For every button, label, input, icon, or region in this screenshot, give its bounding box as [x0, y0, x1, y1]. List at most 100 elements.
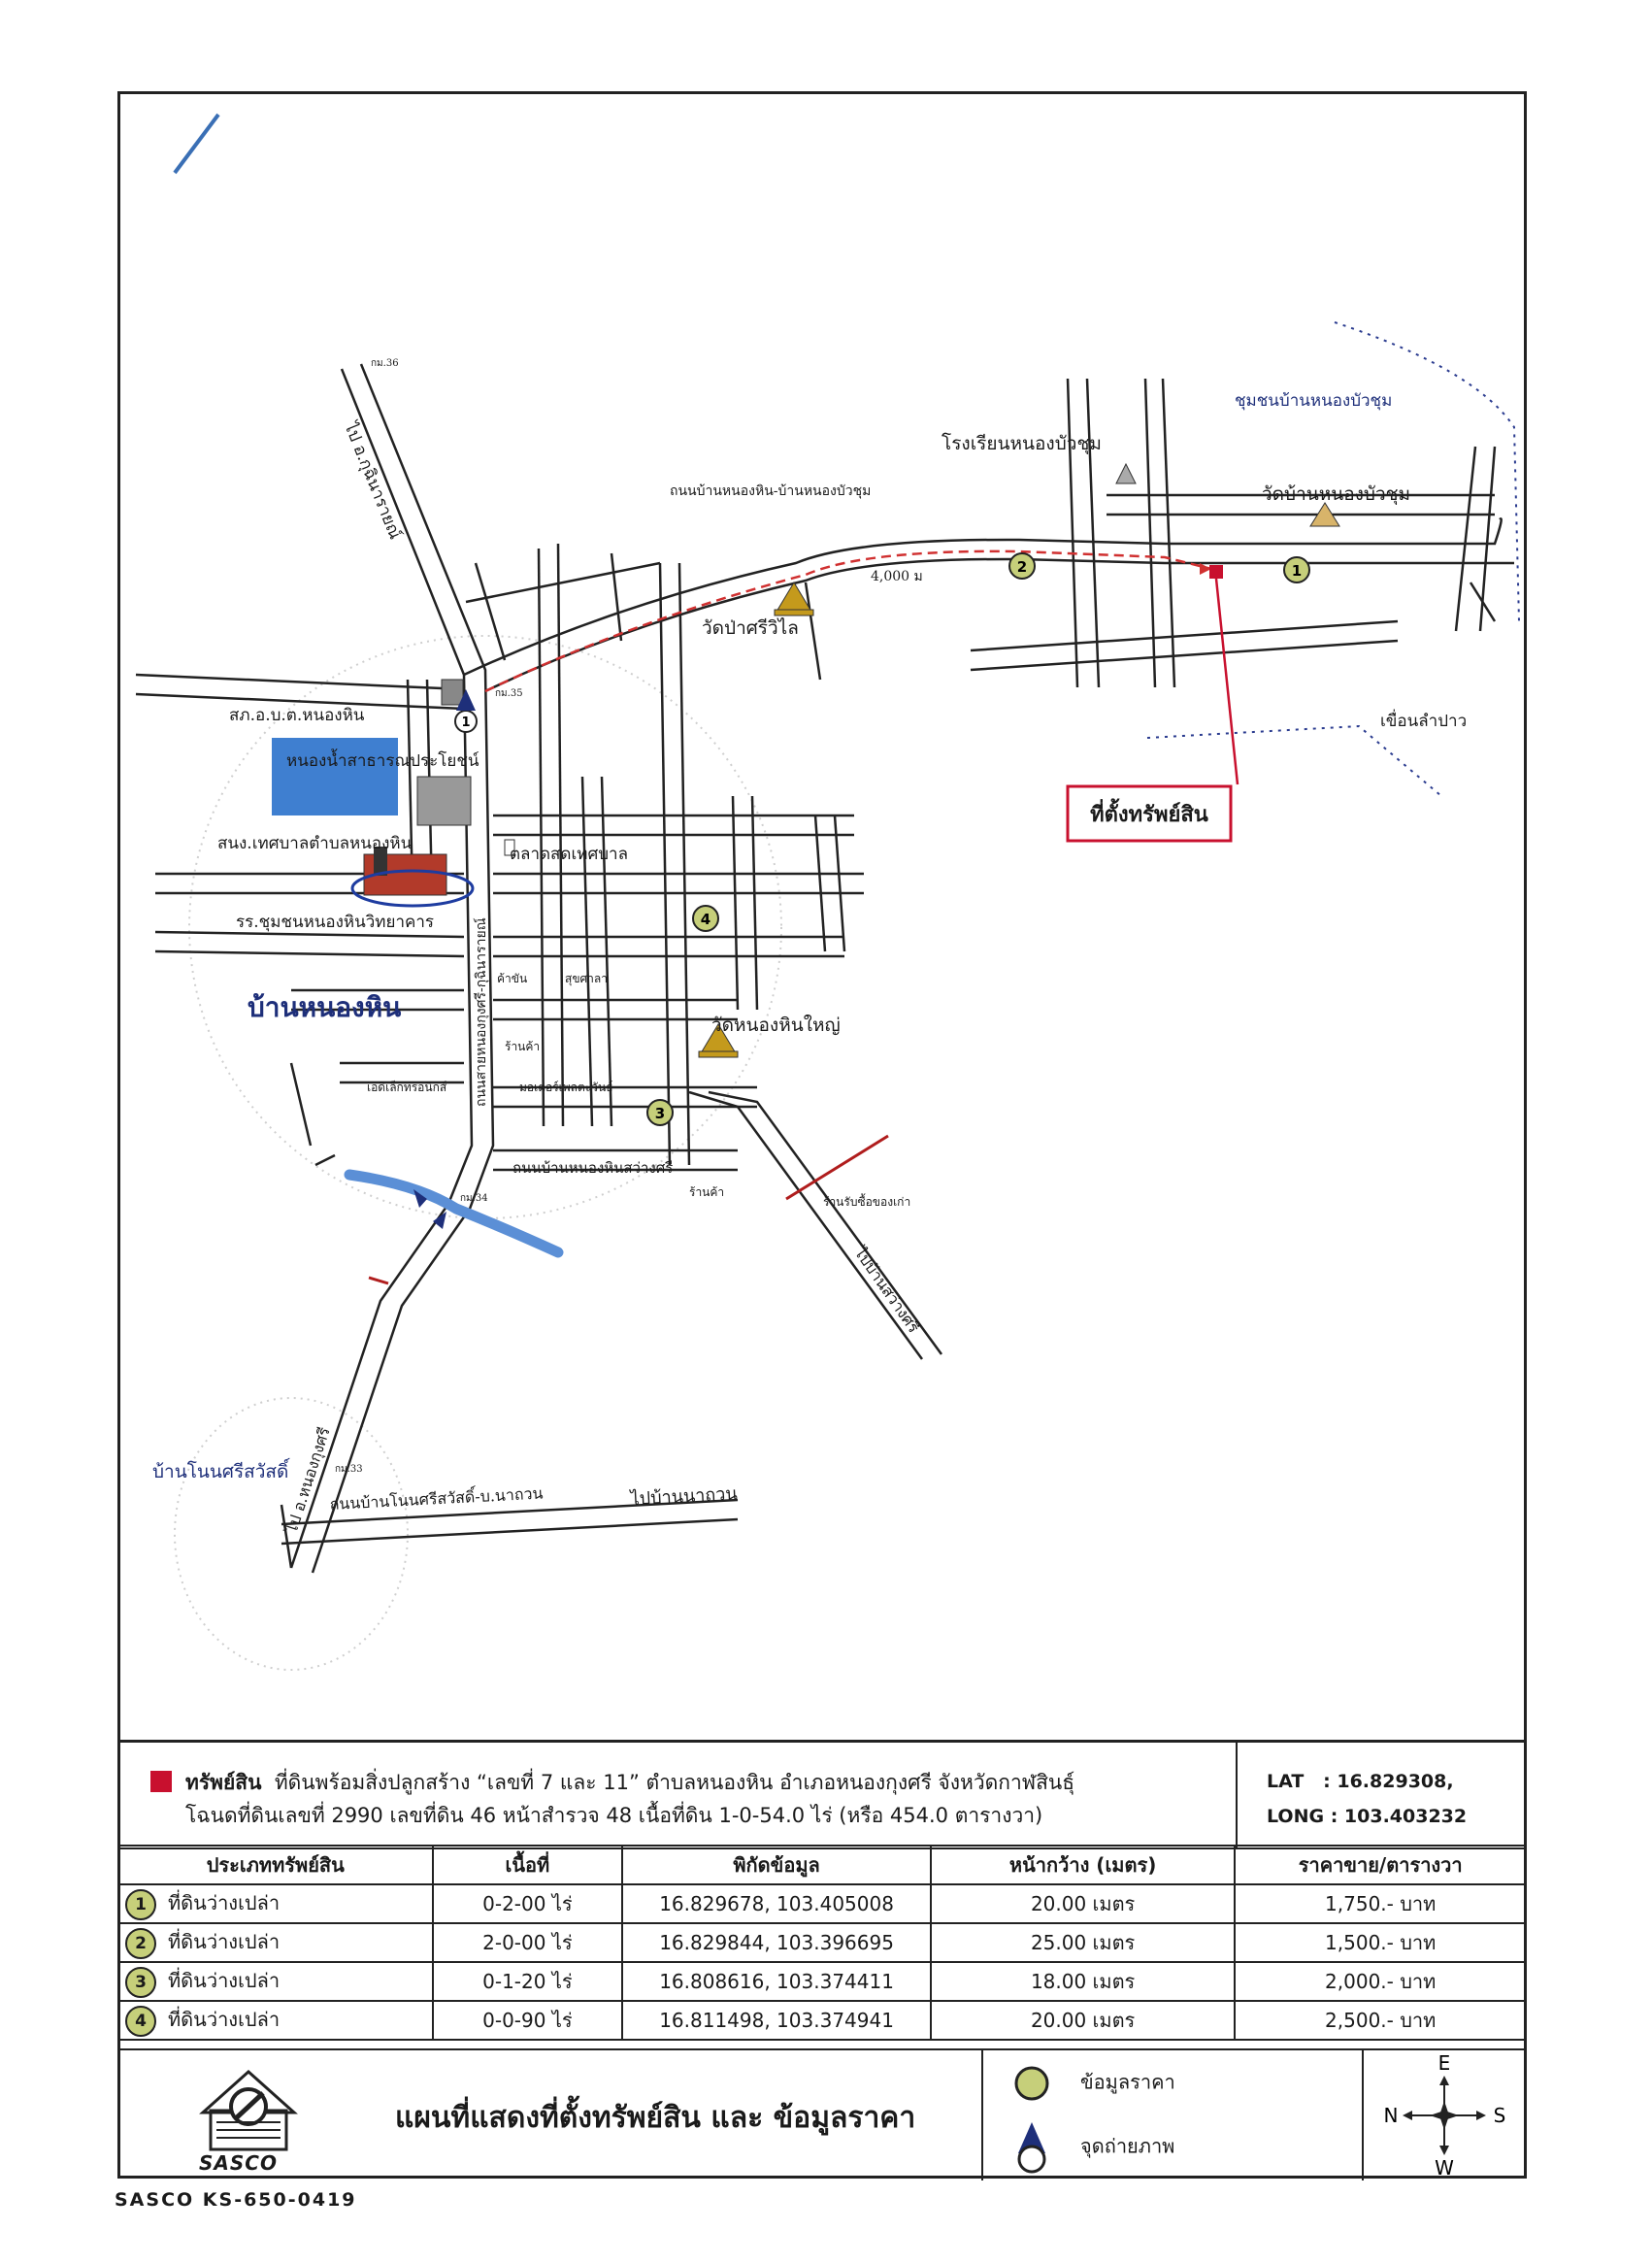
km-marker-34: กม.34	[460, 1193, 488, 1204]
km-marker-35: กม.35	[495, 688, 523, 699]
temple-icons	[698, 462, 1340, 1058]
temple-label-1: วัดป่าศรีวิไล	[702, 617, 799, 639]
header-type: ประเภททรัพย์สิน	[117, 1845, 434, 1885]
compass-n: N	[1384, 2104, 1399, 2127]
price-marker-icon: 2	[125, 1927, 156, 1959]
asset-line-1: ที่ดินพร้อมสิ่งปลูกสร้าง “เลขที่ 7 และ 1…	[274, 1771, 1075, 1794]
long-value: : 103.403232	[1330, 1806, 1468, 1827]
map-footer: SASCO แผนที่แสดงที่ตั้งทรัพย์สิน และ ข้อ…	[117, 2048, 1527, 2180]
header-width: หน้ากว้าง (เมตร)	[929, 1845, 1237, 1885]
asset-description: ทรัพย์สิน ที่ดินพร้อมสิ่งปลูกสร้าง “เลขท…	[117, 1740, 1527, 1849]
police-label: สภ.อ.บ.ต.หนองหิน	[229, 706, 365, 725]
sasco-logo	[199, 2069, 298, 2151]
asset-marker	[1209, 565, 1223, 579]
photo-point-legend-icon	[1017, 2122, 1046, 2174]
north-temple-label: วัดบ้านหนองบัวชุม	[1262, 483, 1410, 506]
road-to-nakhuan-label: ไปบ้านนาถวน	[628, 1482, 738, 1510]
svg-text:1: 1	[461, 716, 470, 730]
document-code: SASCO KS-650-0419	[115, 2189, 357, 2211]
river	[344, 1169, 564, 1258]
south-village-boundary	[174, 1397, 409, 1671]
price-marker-icon: 3	[125, 1966, 156, 1998]
north-school-label: โรงเรียนหนองบัวชุม	[942, 432, 1102, 455]
location-map: ที่ตั้งทรัพย์สิน 1 2 3 4 1	[135, 113, 1520, 1671]
legend-price-label: ข้อมูลราคา	[1080, 2070, 1175, 2094]
svg-text:3: 3	[655, 1105, 665, 1122]
map-frame	[117, 91, 1527, 2179]
compass-w: W	[1435, 2156, 1454, 2180]
school-label: รร.ชุมชนหนองหินวิทยาคาร	[236, 913, 434, 932]
village-main-label: บ้านหนองหิน	[248, 991, 401, 1023]
market-label: ตลาดสดเทศบาล	[510, 845, 628, 864]
header-area: เนื้อที่	[431, 1845, 624, 1885]
red-road-tick	[368, 1276, 389, 1285]
village-south-label: บ้านโนนศรีสวัสดิ์	[152, 1457, 290, 1482]
compass-icon: E N S W	[1384, 2051, 1506, 2180]
shop-label-7: ร้านรับซื้อของเก่า	[823, 1193, 910, 1209]
svg-text:4: 4	[701, 911, 710, 928]
price-marker-icon: 1	[125, 1888, 156, 1920]
road-to-kalasin-label: ไป อ.กุฉินารายณ์	[340, 417, 406, 542]
svg-text:2: 2	[1017, 558, 1027, 576]
map-title: แผนที่แสดงที่ตั้งทรัพย์สิน และ ข้อมูลราค…	[395, 2101, 916, 2135]
header-price: ราคาขาย/ตารางวา	[1234, 1845, 1527, 1885]
reservoir-label: เขื่อนลำปาว	[1380, 709, 1467, 731]
lat-value: : 16.829308,	[1323, 1771, 1454, 1792]
header-coord: พิกัดข้อมูล	[621, 1845, 932, 1885]
asset-title: ทรัพย์สิน	[185, 1771, 262, 1794]
asset-leader-line	[1214, 578, 1239, 785]
shop-label-4: เอดิเล็กทรอนิกส์	[367, 1080, 447, 1094]
main-road-label: ถนนสายหนองกุงศรี-กุฉินารายณ์	[473, 917, 489, 1107]
road-network	[135, 363, 1514, 1574]
logo-text: SASCO	[199, 2151, 278, 2175]
km-marker-36: กม.36	[371, 358, 399, 369]
north-community-boundary	[1334, 321, 1520, 622]
building-icons	[350, 679, 515, 908]
pond-label: หนองน้ำสาธารณประโยชน์	[286, 749, 479, 771]
shop-label-3: ร้านค้า	[505, 1040, 540, 1053]
municipality-label: สนง.เทศบาลตำบลหนองหิน	[217, 834, 413, 853]
asset-line-2: โฉนดที่ดินเลขที่ 2990 เลขที่ดิน 46 หน้าส…	[185, 1804, 1043, 1827]
road-label: ถนนบ้านหนองหิน-บ้านหนองบัวชุม	[670, 483, 871, 499]
shop-label-5: มอเตอร์เพลตะวันธ์	[519, 1081, 613, 1094]
distance-label: 4,000 ม	[871, 569, 923, 584]
price-markers: 1 2 3 4	[646, 552, 1310, 1126]
main-village-boundary	[188, 635, 782, 1219]
route-arrow	[1200, 563, 1211, 575]
compass-e: E	[1438, 2051, 1451, 2075]
shop-label-2: สุขศาลา	[565, 972, 608, 986]
coordinate-box: LAT : 16.829308, LONG : 103.403232	[1236, 1743, 1529, 1847]
map-legend: ข้อมูลราคา จุดถ่ายภาพ	[981, 2050, 1364, 2180]
north-village-label: ชุมชนบ้านหนองบัวชุม	[1235, 391, 1392, 411]
table-header-row: ประเภททรัพย์สิน เนื้อที่ พิกัดข้อมูล หน้…	[117, 1845, 1527, 1885]
shop-label-6: ร้านค้า	[689, 1185, 724, 1199]
asset-label-box	[1066, 784, 1233, 843]
road-label-3: ถนนบ้านโนนศรีสวัสดิ์-บ.นาถวน	[329, 1482, 544, 1514]
red-road-segment	[785, 1134, 889, 1201]
temple-label-2: วัดหนองหินใหญ่	[711, 1015, 841, 1036]
photo-point-markers: 1	[413, 689, 478, 1229]
road-label-2: ถนนบ้านหนองหินสว่างศรี	[512, 1159, 673, 1177]
public-pond	[272, 738, 398, 815]
price-marker-legend-icon	[1014, 2066, 1049, 2101]
shop-label-1: ค้าขัน	[497, 972, 527, 985]
reservoir-boundary	[1146, 724, 1442, 797]
pen-mark	[173, 113, 220, 175]
asset-legend-square	[150, 1771, 172, 1792]
svg-text:1: 1	[1292, 562, 1302, 580]
info-panel: ทรัพย์สิน ที่ดินพร้อมสิ่งปลูกสร้าง “เลขท…	[117, 1740, 1527, 2180]
compass-rose: E N S W	[1362, 2050, 1527, 2180]
price-marker-icon: 4	[125, 2005, 156, 2037]
asset-location-label: ที่ตั้งทรัพย์สิน	[1090, 798, 1208, 827]
compass-s: S	[1494, 2104, 1506, 2127]
road-to-sawang-label: ไปบ้านสว่างศรี	[850, 1243, 924, 1337]
legend-photo-label: จุดถ่ายภาพ	[1080, 2134, 1175, 2158]
km-marker-33: กม.33	[335, 1464, 363, 1475]
long-label: LONG	[1267, 1806, 1325, 1827]
route-line	[484, 549, 1212, 693]
lat-label: LAT	[1267, 1771, 1305, 1792]
